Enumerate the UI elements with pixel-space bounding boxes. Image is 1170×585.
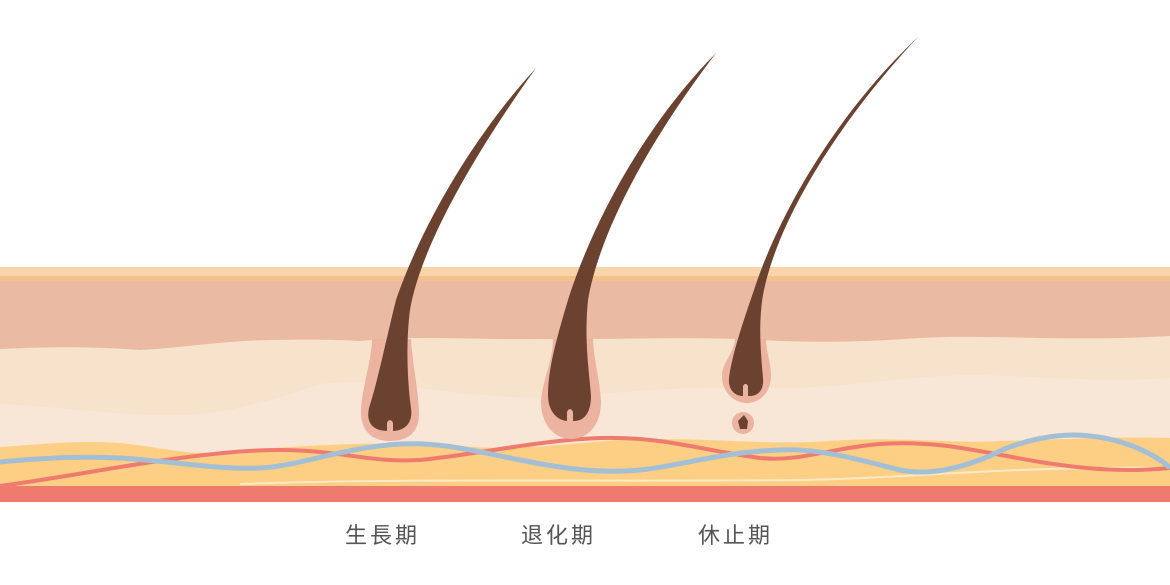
hair-shaft-anagen — [368, 68, 536, 431]
dermal-papilla-catagen — [567, 409, 573, 422]
dermal-papilla-anagen — [387, 420, 393, 432]
nerve-fiber — [239, 466, 1170, 485]
vein — [0, 432, 1170, 475]
artery — [0, 435, 1170, 488]
hair-catagen — [541, 53, 716, 439]
hair-anagen — [360, 68, 536, 441]
muscle-layer — [0, 486, 1170, 502]
label-anagen: 生長期 — [345, 524, 421, 549]
blood-vessels — [0, 432, 1170, 488]
hair-shaft-catagen — [548, 53, 716, 421]
hair-shaft-telogen — [728, 37, 918, 396]
label-catagen: 退化期 — [521, 524, 597, 549]
detached-papilla — [738, 415, 748, 429]
hair-telogen — [722, 37, 918, 434]
label-telogen: 休止期 — [698, 524, 774, 549]
dermal-papilla-telogen — [743, 384, 748, 396]
